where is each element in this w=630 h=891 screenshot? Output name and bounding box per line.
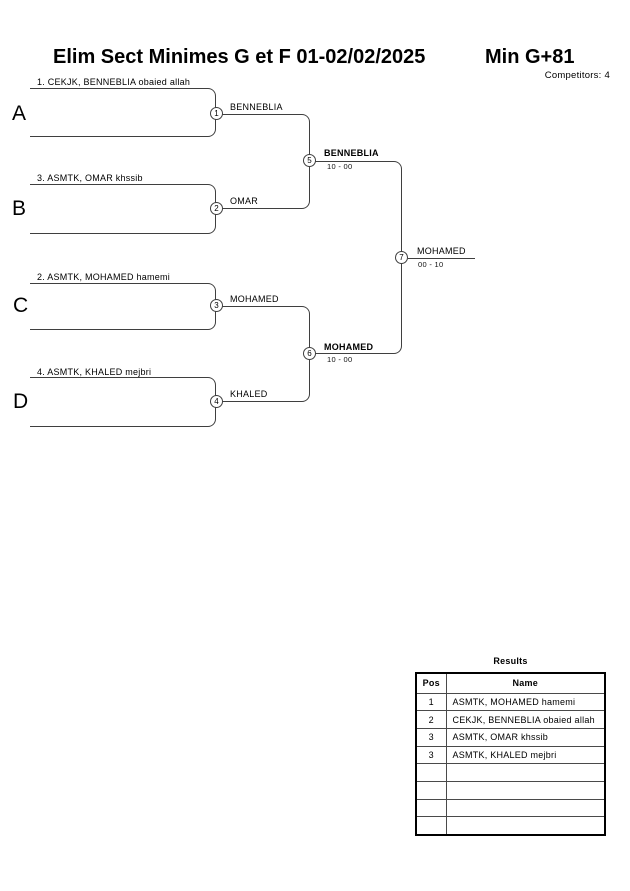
match-circle-3: 3 — [210, 299, 223, 312]
name-cell: CEKJK, BENNEBLIA obaied allah — [445, 710, 606, 729]
section-letter-c: C — [13, 294, 29, 317]
results-title: Results — [493, 656, 528, 666]
match-circle-7: 7 — [395, 251, 408, 264]
name-cell — [445, 763, 606, 782]
pos-cell — [415, 816, 447, 835]
name-cell — [445, 798, 606, 818]
table-row — [415, 816, 606, 835]
connector-final — [310, 161, 402, 354]
score-match6: 10 - 00 — [327, 355, 353, 364]
connector-semifinal-top — [216, 114, 310, 209]
pos-cell: 3 — [415, 727, 447, 747]
winner-label-match3: MOHAMED — [230, 294, 279, 304]
winner-label-match6: MOHAMED — [324, 342, 374, 352]
seed-bracket-a — [30, 88, 216, 137]
name-cell: ASMTK, OMAR khssib — [445, 727, 606, 747]
final-winner-label: MOHAMED — [417, 246, 466, 256]
final-winner-line — [408, 258, 475, 259]
match-circle-1: 1 — [210, 107, 223, 120]
table-row — [415, 780, 606, 800]
results-header-row: Pos Name — [415, 672, 606, 694]
table-row: 3 ASMTK, OMAR khssib — [415, 727, 606, 747]
section-letter-d: D — [13, 390, 29, 413]
table-row: 2 CEKJK, BENNEBLIA obaied allah — [415, 710, 606, 729]
section-letter-a: A — [12, 102, 27, 125]
score-match5: 10 - 00 — [327, 162, 353, 171]
pos-cell — [415, 763, 447, 782]
pos-cell: 1 — [415, 692, 447, 712]
winner-label-match5: BENNEBLIA — [324, 148, 379, 158]
match-circle-4: 4 — [210, 395, 223, 408]
competitors-count: Competitors: 4 — [544, 70, 610, 81]
name-cell: ASMTK, KHALED mejbri — [445, 745, 606, 765]
seed-label-d: 4. ASMTK, KHALED mejbri — [37, 367, 152, 377]
match-circle-6: 6 — [303, 347, 316, 360]
results-table: Pos Name 1 ASMTK, MOHAMED hamemi 2 CEKJK… — [415, 672, 606, 836]
section-letter-b: B — [12, 197, 27, 220]
table-row: 1 ASMTK, MOHAMED hamemi — [415, 692, 606, 712]
pos-cell: 2 — [415, 710, 447, 729]
match-circle-2: 2 — [210, 202, 223, 215]
category-title: Min G+81 — [485, 46, 575, 68]
pos-cell — [415, 780, 447, 800]
page-title: Elim Sect Minimes G et F 01-02/02/2025 — [53, 46, 426, 68]
column-header-pos: Pos — [415, 672, 447, 694]
seed-label-a: 1. CEKJK, BENNEBLIA obaied allah — [37, 77, 191, 87]
seed-label-c: 2. ASMTK, MOHAMED hamemi — [37, 272, 171, 282]
pos-cell: 3 — [415, 745, 447, 765]
table-row — [415, 798, 606, 818]
match-circle-5: 5 — [303, 154, 316, 167]
table-row: 3 ASMTK, KHALED mejbri — [415, 745, 606, 765]
seed-bracket-b — [30, 184, 216, 234]
winner-label-match4: KHALED — [230, 389, 268, 399]
name-cell: ASMTK, MOHAMED hamemi — [445, 692, 606, 712]
seed-bracket-d — [30, 377, 216, 427]
seed-label-b: 3. ASMTK, OMAR khssib — [37, 173, 143, 183]
connector-semifinal-bottom — [216, 306, 310, 402]
pos-cell — [415, 798, 447, 818]
column-header-name: Name — [445, 672, 606, 694]
table-row — [415, 763, 606, 782]
seed-bracket-c — [30, 283, 216, 330]
name-cell — [445, 816, 606, 835]
name-cell — [445, 780, 606, 800]
winner-label-match1: BENNEBLIA — [230, 102, 283, 112]
winner-label-match2: OMAR — [230, 196, 258, 206]
final-score: 00 - 10 — [418, 260, 444, 269]
